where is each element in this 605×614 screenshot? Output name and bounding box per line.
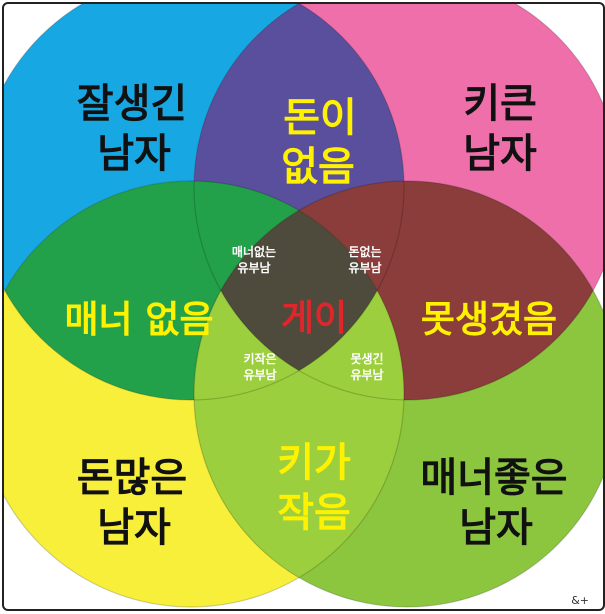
label-small-bottom-right: 못생긴 [350, 351, 383, 366]
venn-diagram: 잘생긴 남자 키큰 남자 돈많은 남자 매너좋은 남자 돈이 없음 매 [4, 4, 603, 608]
label-bottom-left: 돈많은 [77, 455, 187, 501]
label-top-right: 키큰 [463, 81, 537, 127]
label-small-top-left: 매너없는 [232, 244, 276, 259]
label-small-bottom-left: 키작은 [243, 351, 276, 366]
label-bottom-right: 매너좋은 [420, 455, 567, 501]
overlap-center [194, 181, 404, 400]
label-small-top-right: 돈없는 [348, 245, 381, 259]
label-small-bottom-left-2: 유부남 [243, 367, 276, 382]
label-bottom-right-2: 남자 [459, 505, 533, 551]
label-top-left: 잘생긴 [77, 81, 187, 127]
label-right-overlap: 못생겼음 [421, 298, 557, 341]
label-top-left-2: 남자 [97, 131, 171, 177]
watermark: &+ [571, 594, 589, 607]
label-top-overlap-2: 없음 [281, 144, 355, 190]
label-top-overlap: 돈이 [283, 95, 357, 141]
label-bottom-overlap: 키가 [277, 440, 351, 486]
label-small-top-right-2: 유부남 [348, 260, 381, 275]
label-small-top-left-2: 유부남 [237, 260, 270, 275]
label-small-bottom-right-2: 유부남 [350, 367, 383, 382]
label-bottom-overlap-2: 작음 [277, 490, 351, 536]
label-center: 게이 [281, 298, 347, 339]
label-top-right-2: 남자 [463, 131, 537, 177]
label-bottom-left-2: 남자 [97, 505, 171, 551]
label-left-overlap: 매너 없음 [64, 298, 213, 341]
